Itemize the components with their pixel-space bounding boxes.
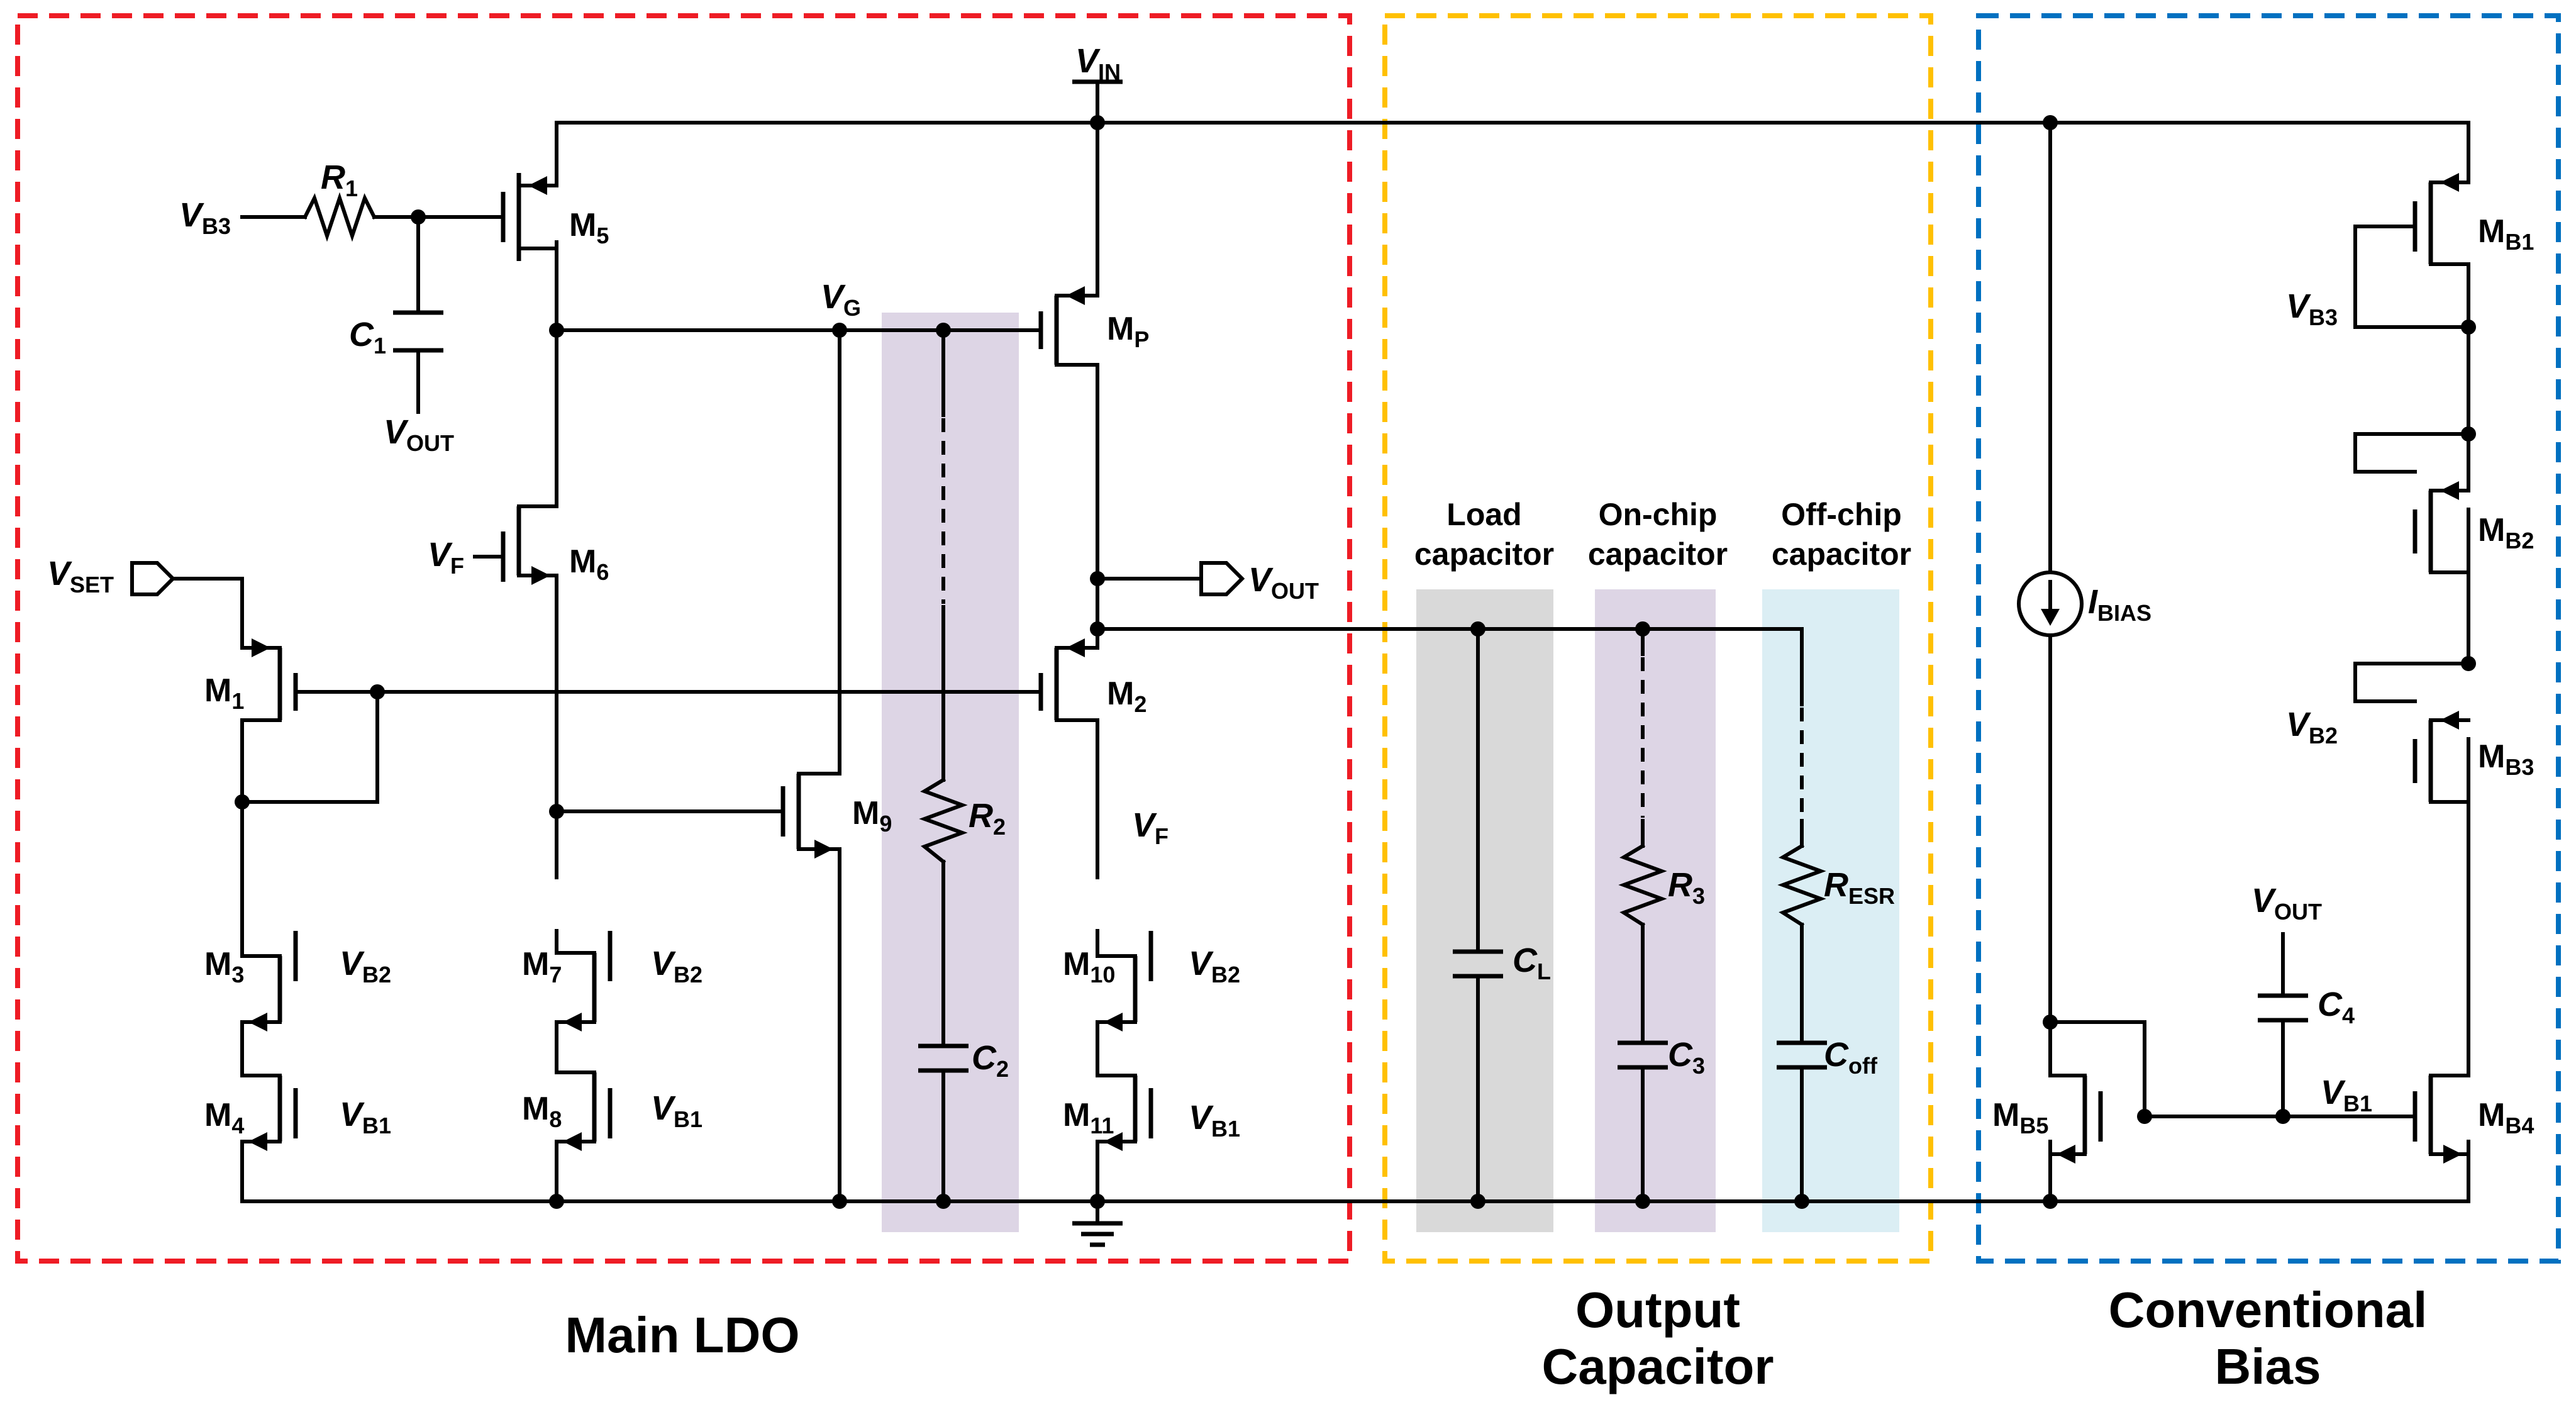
label-mb1: MB1	[2478, 213, 2534, 255]
label-m8: M8	[522, 1091, 562, 1132]
label-vset: VSET	[47, 555, 114, 598]
offchip-capacitor-header-line2: capacitor	[1772, 537, 1911, 572]
label-vb2-m3: VB2	[340, 945, 391, 987]
label-vout-bias: VOUT	[2251, 882, 2322, 925]
transistor-m4	[240, 1074, 298, 1151]
label-c3: C3	[1668, 1036, 1705, 1079]
label-r3: R3	[1668, 866, 1705, 909]
label-ibias: IBIAS	[2088, 583, 2151, 626]
label-r1: R1	[321, 158, 358, 201]
label-vf-m10: VF	[1132, 806, 1169, 849]
label-coff: Coff	[1824, 1036, 1878, 1079]
main-ldo-box	[15, 13, 1352, 1264]
transistor-m3	[240, 931, 298, 1032]
label-mb4: MB4	[2478, 1097, 2534, 1138]
label-vb3-left: VB3	[179, 196, 231, 239]
resistor-r2	[919, 777, 968, 865]
capacitor-c4	[2258, 993, 2308, 1023]
conventional-bias-box	[1976, 13, 2561, 1264]
label-vb2-m7: VB2	[651, 945, 702, 987]
label-c1: C1	[349, 316, 386, 359]
transistor-m2	[1038, 638, 1099, 722]
resistor-resr	[1777, 843, 1826, 928]
label-m5: M5	[569, 207, 609, 248]
vset-port	[130, 561, 176, 596]
onchip-capacitor-highlight	[1595, 589, 1716, 1232]
label-m1: M1	[204, 672, 244, 714]
label-vg: VG	[821, 278, 861, 321]
current-source-ibias	[2017, 570, 2084, 637]
label-vb3-right: VB3	[2286, 287, 2338, 330]
label-vout-main: VOUT	[1248, 561, 1319, 604]
label-resr: RESR	[1824, 866, 1895, 909]
label-c4: C4	[2318, 986, 2355, 1028]
transistor-mb1	[2412, 173, 2470, 266]
label-m4: M4	[204, 1097, 244, 1138]
onchip-capacitor-header-line2: capacitor	[1588, 537, 1728, 572]
transistor-m6	[501, 504, 558, 585]
label-vf-m6: VF	[428, 536, 464, 579]
output-capacitor-box	[1382, 13, 1933, 1264]
resistor-r1	[302, 192, 377, 242]
offchip-capacitor-header-line1: Off-chip	[1781, 497, 1902, 532]
main-ldo-title: Main LDO	[565, 1307, 799, 1363]
label-vb1-m11: VB1	[1189, 1099, 1240, 1142]
label-m7: M7	[522, 946, 562, 987]
label-vb1-m4: VB1	[340, 1096, 391, 1138]
label-m2: M2	[1107, 676, 1146, 717]
junction-dots	[235, 115, 2476, 1209]
label-vout-c1: VOUT	[384, 413, 454, 456]
label-m3: M3	[204, 946, 244, 987]
transistor-mb4	[2412, 1074, 2470, 1164]
label-cl: CL	[1513, 942, 1551, 984]
label-vb2-m10: VB2	[1189, 945, 1240, 987]
transistor-mb3	[2412, 711, 2470, 804]
resistor-r3	[1618, 843, 1667, 928]
label-r2: R2	[969, 797, 1006, 840]
label-m9: M9	[852, 795, 892, 837]
transistor-m5	[501, 171, 558, 263]
label-mb2: MB2	[2478, 512, 2534, 553]
transistor-m11	[1096, 1074, 1153, 1151]
transistor-mb5	[2048, 1074, 2103, 1164]
capacitor-cl	[1453, 949, 1503, 979]
label-m6: M6	[569, 543, 609, 585]
label-mb3: MB3	[2478, 738, 2534, 780]
transistor-m7	[555, 931, 613, 1032]
transistor-mb2	[2412, 432, 2470, 665]
transistor-mp	[1038, 286, 1099, 367]
transistor-m10	[1096, 931, 1153, 1032]
capacitor-c2	[918, 1043, 969, 1073]
vout-port	[1199, 561, 1245, 596]
conventional-bias-title-line2: Bias	[2215, 1338, 2321, 1394]
compensation-highlight	[882, 313, 1019, 1232]
transistor-m8	[555, 1071, 613, 1151]
capacitor-coff	[1777, 1040, 1827, 1070]
wires	[171, 79, 2470, 1247]
label-vb1-bias: VB1	[2321, 1074, 2372, 1116]
label-mp: MP	[1107, 311, 1149, 352]
transistor-m9	[780, 772, 841, 859]
label-vb1-m8: VB1	[651, 1089, 702, 1132]
capacitor-c3	[1618, 1040, 1668, 1070]
capacitor-c1	[393, 310, 443, 353]
label-c2: C2	[972, 1039, 1009, 1082]
label-m10: M10	[1063, 946, 1115, 987]
label-vb2-right: VB2	[2286, 706, 2338, 748]
output-capacitor-title-line2: Capacitor	[1542, 1338, 1774, 1394]
output-capacitor-title-line1: Output	[1575, 1282, 1740, 1338]
label-vin: VIN	[1075, 42, 1121, 85]
label-mb5: MB5	[1992, 1097, 2048, 1138]
label-m11: M11	[1063, 1097, 1114, 1138]
conventional-bias-title-line1: Conventional	[2109, 1282, 2428, 1338]
onchip-capacitor-header-line1: On-chip	[1599, 497, 1718, 532]
load-capacitor-header-line2: capacitor	[1414, 537, 1554, 572]
load-capacitor-highlight	[1416, 589, 1553, 1232]
load-capacitor-header-line1: Load	[1446, 497, 1521, 532]
transistor-m1	[240, 638, 298, 722]
